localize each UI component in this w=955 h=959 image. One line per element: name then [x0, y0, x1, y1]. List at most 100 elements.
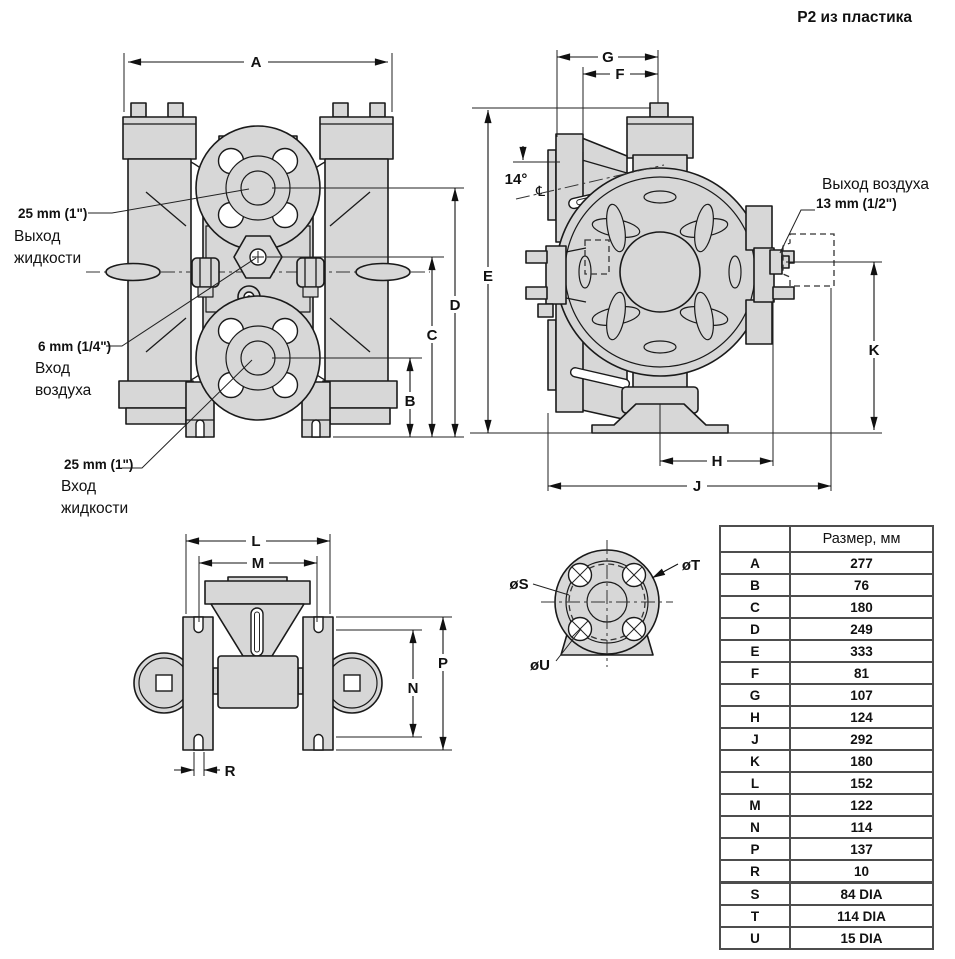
dim-key: J: [719, 727, 791, 751]
dim-key: T: [719, 904, 791, 928]
side-clamp-right-outlet: [745, 205, 795, 345]
bottom-foot-right: [302, 616, 334, 751]
dim-A: A: [123, 53, 393, 112]
flange-detail-view: øS øT øU: [509, 540, 700, 674]
dim-value: 114: [789, 815, 934, 839]
flange-bolt-holes: [567, 562, 647, 642]
dim-label-c: C: [427, 327, 438, 344]
dim-label-k: K: [869, 342, 880, 359]
dim-value: 249: [789, 617, 934, 641]
dim-key: G: [719, 683, 791, 707]
liquid-outlet-line1: Выход: [14, 228, 60, 245]
centerline-symbol: ℄: [535, 184, 545, 200]
dim-value: 81: [789, 661, 934, 685]
dim-value: 292: [789, 727, 934, 751]
angle-annotation: 14° ℄: [505, 146, 665, 200]
dim-label-p: P: [438, 655, 448, 672]
leader-liquid-outlet: [88, 188, 250, 214]
air-outlet-size: 13 mm (1/2"): [816, 196, 897, 211]
dim-key: H: [719, 705, 791, 729]
dim-value: 15 DIA: [789, 926, 934, 950]
lower-flange: [195, 295, 321, 421]
dim-key: M: [719, 793, 791, 817]
dim-key: A: [719, 551, 791, 575]
dim-key: D: [719, 617, 791, 641]
dim-key: U: [719, 926, 791, 950]
clamp-bolt-left: [191, 257, 220, 298]
dim-value: 137: [789, 837, 934, 861]
air-outlet-muffler-outline: [782, 233, 835, 287]
callout-liquid-inlet: 25 mm (1") Вход жидкости: [61, 457, 133, 517]
bottom-foot-left: [182, 616, 214, 751]
dim-R: R: [174, 752, 236, 780]
dim-LM: L M: [185, 533, 331, 622]
dim-label-r: R: [225, 763, 236, 780]
callout-liquid-outlet: 25 mm (1") Выход жидкости: [14, 206, 87, 267]
dim-label-t: øT: [682, 557, 700, 574]
angle-label: 14°: [505, 171, 528, 188]
callout-air-inlet: 6 mm (1/4") Вход воздуха: [35, 339, 111, 399]
dim-label-f: F: [615, 66, 624, 83]
bottom-view: L M N P R: [133, 533, 452, 780]
dim-key: F: [719, 661, 791, 685]
dim-BCD: B C D: [267, 187, 464, 438]
air-valve-wheel: [555, 167, 765, 377]
dim-E: E: [470, 107, 882, 434]
dim-value: 333: [789, 639, 934, 663]
table-header-empty: [719, 525, 791, 553]
muffler-right: [321, 652, 383, 714]
leader-liquid-inlet: [122, 359, 253, 469]
dim-value: 114 DIA: [789, 904, 934, 928]
dim-key: E: [719, 639, 791, 663]
liquid-inlet-line1: Вход: [61, 478, 96, 495]
leader-air-inlet: [106, 257, 257, 347]
dim-label-b: B: [405, 393, 416, 410]
dim-value: 152: [789, 771, 934, 795]
air-outlet-line1: Выход воздуха: [822, 176, 929, 193]
dim-label-j: J: [693, 478, 701, 495]
dim-label-n: N: [408, 680, 419, 697]
air-inlet-line1: Вход: [35, 360, 70, 377]
detail-box: [584, 239, 610, 275]
dim-key: N: [719, 815, 791, 839]
page-title: P2 из пластика: [797, 9, 912, 26]
dim-label-d: D: [450, 297, 461, 314]
dim-label-s: øS: [509, 576, 528, 593]
dim-key: R: [719, 859, 791, 884]
dim-key: L: [719, 771, 791, 795]
dim-NP: N P: [336, 616, 452, 751]
dim-GF: G F: [556, 49, 659, 152]
side-view: 14° ℄ G F E H: [470, 49, 929, 495]
dim-label-h: H: [712, 453, 723, 470]
dim-key: K: [719, 749, 791, 773]
dim-key: P: [719, 837, 791, 861]
air-inlet-size: 6 mm (1/4"): [38, 339, 111, 354]
liquid-outlet-line2: жидкости: [14, 250, 81, 267]
dim-label-a: A: [251, 54, 262, 71]
dim-key: S: [719, 881, 791, 906]
callout-air-outlet: Выход воздуха 13 mm (1/2"): [779, 176, 929, 254]
dim-HJK: H J K: [547, 261, 883, 495]
dim-value: 10: [789, 859, 934, 884]
dim-value: 107: [789, 683, 934, 707]
dim-value: 124: [789, 705, 934, 729]
